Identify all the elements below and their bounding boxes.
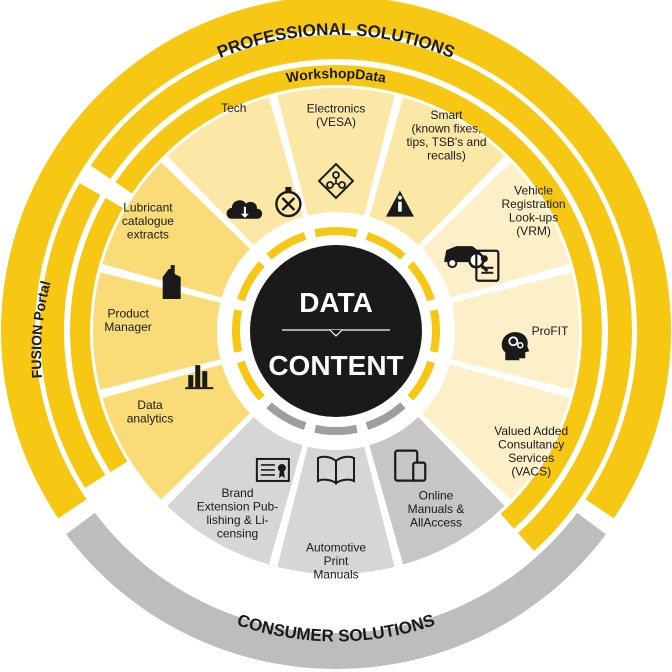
consumer-solutions-band xyxy=(66,512,606,669)
profile-card-icon xyxy=(475,249,500,282)
segment-label-line: Registration xyxy=(502,197,566,211)
segment-label-line: lishing & Li- xyxy=(206,513,268,527)
center-divider-notch xyxy=(329,329,343,337)
segment-label-line: analytics xyxy=(127,412,174,426)
segment-label-line: tips, TSB's and xyxy=(406,135,486,149)
segment-label-line: Consultancy xyxy=(498,437,564,451)
fusion-portal-inner-band xyxy=(70,198,128,472)
cloud-download-icon xyxy=(226,200,263,219)
segment-label-electronics: Electronics(VESA) xyxy=(307,101,366,129)
stopwatch-tools-icon xyxy=(275,186,302,218)
segment-label-line: Tech xyxy=(221,101,246,115)
workshopdata-label: WorkshopData xyxy=(285,65,388,86)
segment-label-line: Manuals xyxy=(313,568,358,582)
segment-label-line: Manuals & xyxy=(408,502,465,516)
segment-label-line: AllAccess xyxy=(410,515,462,529)
inner-ring-dash xyxy=(314,226,358,238)
inner-ring-dash xyxy=(407,261,435,302)
segment-product xyxy=(91,269,223,393)
head-gears-icon xyxy=(501,332,530,361)
segment-label-line: Look-ups xyxy=(509,210,558,224)
workshopdata-inner-band xyxy=(115,65,602,529)
workshopdata-band xyxy=(90,35,632,551)
tablet-phone-icon xyxy=(394,449,427,482)
segment-label-line: Electronics xyxy=(307,101,366,115)
segment-brand xyxy=(164,414,306,568)
segment-tech xyxy=(164,94,306,248)
segment-vacs xyxy=(419,361,573,503)
segment-label-profit: ProFIT xyxy=(532,324,569,338)
inner-ring-dash xyxy=(314,424,358,436)
segment-label-line: Valued Added xyxy=(494,424,568,438)
segment-label-line: catalogue xyxy=(122,214,174,228)
segment-label-line: recalls) xyxy=(427,149,466,163)
segment-electronics xyxy=(274,86,398,218)
segment-print xyxy=(274,444,398,577)
segment-label-line: Lubricant xyxy=(123,201,173,215)
segment-label-line: (VACS) xyxy=(511,464,551,478)
inner-ring-dash xyxy=(237,360,265,401)
inner-ring-dash xyxy=(407,360,435,401)
center-content-label: CONTENT xyxy=(268,350,403,381)
inner-ring-dash xyxy=(365,402,406,430)
segment-label-line: Brand xyxy=(221,486,253,500)
open-book-icon xyxy=(317,455,355,485)
segment-label-line: Data xyxy=(137,398,163,412)
inner-ring-dash xyxy=(266,232,307,260)
segment-label-line: (VRM) xyxy=(516,224,551,238)
inner-ring-dash xyxy=(365,232,406,260)
certificate-icon xyxy=(255,457,290,482)
segment-analytics xyxy=(99,361,253,503)
segment-label-line: Extension Pub- xyxy=(197,499,278,513)
segment-label-line: (VESA) xyxy=(316,115,356,129)
segment-label-line: (known fixes, xyxy=(411,122,481,136)
segment-label-line: extracts xyxy=(127,228,169,242)
inner-ring-dash xyxy=(237,261,265,302)
center-data-label: DATA xyxy=(299,287,373,318)
circuit-chip-icon xyxy=(317,162,355,200)
inner-ring-dash xyxy=(266,402,307,430)
oil-bottle-icon xyxy=(162,265,181,300)
segment-label-line: Product xyxy=(107,306,149,320)
segment-label-line: Smart xyxy=(430,108,463,122)
segment-online xyxy=(366,414,508,568)
fusion-portal-band xyxy=(40,183,106,488)
segment-label-line: Online xyxy=(419,488,454,502)
segment-label-line: Print xyxy=(324,554,349,568)
segment-label-line: Manager xyxy=(104,320,151,334)
inner-ring-dash xyxy=(429,309,441,353)
segment-label-line: ProFIT xyxy=(532,324,569,338)
segment-label-tech: Tech xyxy=(221,101,246,115)
segment-vrm xyxy=(419,159,573,301)
warning-info-icon xyxy=(385,190,414,217)
segment-profit xyxy=(449,269,582,393)
inner-ring-dash xyxy=(232,309,243,353)
bar-chart-icon xyxy=(185,365,214,390)
segment-label-line: Services xyxy=(508,451,554,465)
segment-label-line: Automotive xyxy=(306,541,366,555)
segment-label-line: Vehicle xyxy=(514,183,553,197)
segment-label-line: censing xyxy=(217,526,258,540)
segment-lubricant xyxy=(99,159,253,301)
